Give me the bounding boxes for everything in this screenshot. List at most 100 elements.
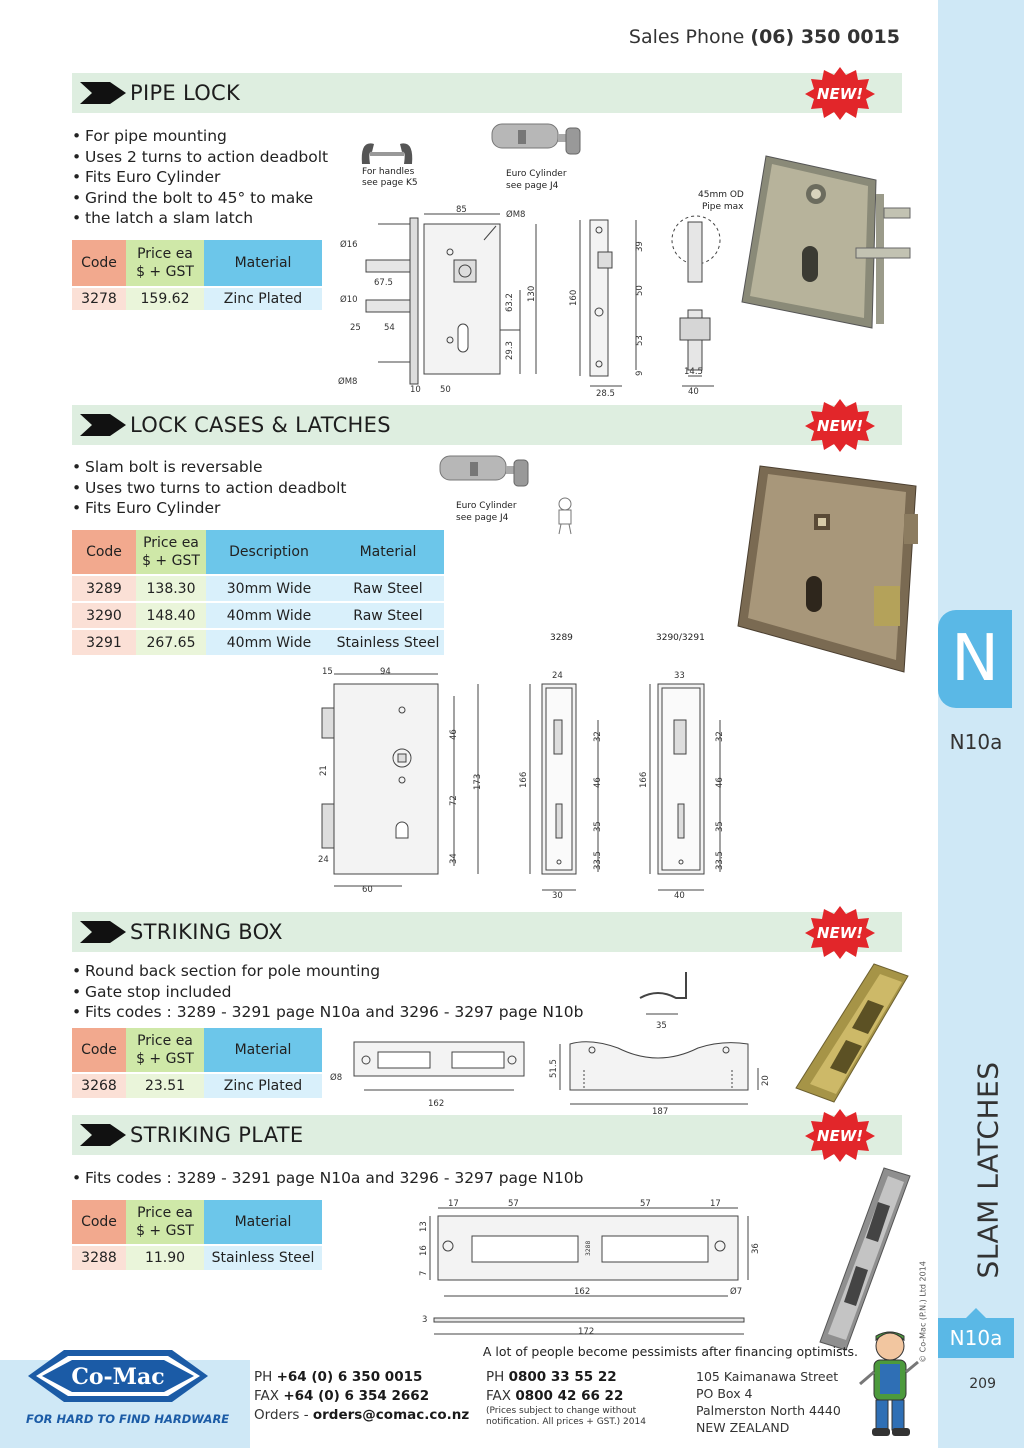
dim-label: 35 xyxy=(593,821,603,832)
mascot-illustration xyxy=(856,1328,922,1440)
dim-label: 15 xyxy=(322,667,333,677)
feature-item: Gate stop included xyxy=(72,982,584,1003)
striking-box-technical-drawing: Ø8 162 35 51.5 187 20 xyxy=(328,964,778,1114)
cell-code: 3288 xyxy=(72,1244,126,1270)
dim-label: 16 xyxy=(419,1245,429,1256)
sales-phone-number: (06) 350 0015 xyxy=(750,26,900,48)
cell-code: 3289 xyxy=(72,574,136,601)
dim-label: 33.5 xyxy=(715,851,724,870)
dim-label: 29.3 xyxy=(505,341,515,360)
dim-label: 33.5 xyxy=(593,851,603,870)
dim-label: 3288 xyxy=(585,1241,592,1256)
quote: A lot of people become pessimists after … xyxy=(482,1344,858,1359)
dim-label: 7 xyxy=(419,1271,429,1276)
col-header-description: Description xyxy=(206,530,332,574)
side-title-text: SLAM LATCHES xyxy=(971,1061,1005,1279)
price-header-line1: Price ea xyxy=(137,246,193,262)
cell-price: 159.62 xyxy=(126,286,204,310)
striking-plate-price-table: Code Price ea$ + GST Material 3288 11.90… xyxy=(72,1200,322,1270)
dim-label: 21 xyxy=(319,765,329,776)
dim-label: 33 xyxy=(674,671,685,681)
ph2-number[interactable]: 0800 33 55 22 xyxy=(508,1369,617,1385)
footer-address: 105 Kaimanawa Street PO Box 4 Palmerston… xyxy=(696,1368,841,1436)
cell-price: 23.51 xyxy=(126,1072,204,1098)
dim-label: 32 xyxy=(593,731,603,742)
col-header-code: Code xyxy=(72,240,126,286)
dim-label: 50 xyxy=(635,285,645,296)
dim-label: 17 xyxy=(710,1199,721,1209)
section-tab-code: N10a xyxy=(949,730,1003,754)
striking-box-features: Round back section for pole mounting Gat… xyxy=(72,961,584,1023)
new-badge-text: NEW! xyxy=(817,85,863,103)
col-header-material: Material xyxy=(204,1028,322,1072)
striking-plate-features: Fits codes : 3289 - 3291 page N10a and 3… xyxy=(72,1168,584,1189)
cylinder-page-note: see page J4 xyxy=(506,181,559,191)
col-header-material: Material xyxy=(204,1200,322,1244)
dim-label: 32 xyxy=(715,731,724,742)
feature-item: Fits Euro Cylinder xyxy=(72,498,347,519)
dim-label: 53 xyxy=(635,335,645,346)
pipe-lock-price-table: Code Price ea$ + GST Material 3278 159.6… xyxy=(72,240,322,310)
comac-logo[interactable]: Co-Mac xyxy=(24,1344,212,1408)
price-header-line2: $ + GST xyxy=(136,1051,194,1067)
dim-label: 35 xyxy=(656,1021,667,1031)
section-tab-letter[interactable]: N xyxy=(938,610,1012,708)
striking-box-price-table: Code Price ea$ + GST Material 3268 23.51… xyxy=(72,1028,322,1098)
pipe-lock-photo xyxy=(736,150,912,330)
new-badge-text: NEW! xyxy=(817,1127,863,1145)
cell-price: 148.40 xyxy=(136,601,206,628)
cell-material: Stainless Steel xyxy=(332,628,444,655)
arrow-icon xyxy=(80,414,126,436)
side-bar xyxy=(938,0,1024,1448)
dim-label: 46 xyxy=(715,777,724,788)
dim-label: 20 xyxy=(761,1075,771,1086)
footer-section-code: N10a xyxy=(938,1308,1014,1358)
lock-case-photo xyxy=(734,460,924,680)
model-label: 3289 xyxy=(550,633,573,643)
price-header-line1: Price ea xyxy=(137,1205,193,1221)
dim-label: 35 xyxy=(715,821,724,832)
dim-label: 166 xyxy=(519,772,529,788)
orders-label: Orders - xyxy=(254,1407,309,1423)
dim-label: 24 xyxy=(552,671,563,681)
col-header-code: Code xyxy=(72,530,136,574)
cell-price: 138.30 xyxy=(136,574,206,601)
table-row: 3291 267.65 40mm Wide Stainless Steel xyxy=(72,628,444,655)
table-row: 3288 11.90 Stainless Steel xyxy=(72,1244,322,1270)
cell-material: Stainless Steel xyxy=(204,1244,322,1270)
address-line: PO Box 4 xyxy=(696,1386,753,1401)
dim-label: 10 xyxy=(410,385,421,395)
cell-material: Raw Steel xyxy=(332,574,444,601)
dim-label: 14.5 xyxy=(684,367,703,377)
cylinder-note: Euro Cylinder xyxy=(456,501,517,511)
cell-description: 30mm Wide xyxy=(206,574,332,601)
ph-number[interactable]: +64 (0) 6 350 0015 xyxy=(276,1369,423,1385)
dim-label: Ø16 xyxy=(340,239,358,250)
dim-label: 30 xyxy=(552,891,563,900)
cell-code: 3278 xyxy=(72,286,126,310)
price-notice-line1: (Prices subject to change without xyxy=(486,1406,637,1416)
dim-label: ØM8 xyxy=(338,376,357,387)
handles-page-note: see page K5 xyxy=(362,178,418,188)
orders-email[interactable]: orders@comac.co.nz xyxy=(312,1407,470,1423)
cell-material: Zinc Plated xyxy=(204,1072,322,1098)
dim-label: Ø7 xyxy=(730,1286,742,1297)
dim-label: 46 xyxy=(449,729,459,740)
dim-label: 160 xyxy=(569,290,579,306)
feature-item: Round back section for pole mounting xyxy=(72,961,584,982)
table-row: 3289 138.30 30mm Wide Raw Steel xyxy=(72,574,444,601)
section-title: LOCK CASES & LATCHES xyxy=(130,413,391,437)
pipe-lock-technical-drawing: 85 ØM8 Ø16 67.5 Ø10 25 54 63.2 130 29.3 … xyxy=(336,200,736,400)
cell-code: 3291 xyxy=(72,628,136,655)
model-label: 3290/3291 xyxy=(656,633,705,643)
col-header-material: Material xyxy=(204,240,322,286)
pipe-od-note: 45mm OD xyxy=(698,190,744,200)
dim-label: 3 xyxy=(422,1315,427,1325)
table-row: 3290 148.40 40mm Wide Raw Steel xyxy=(72,601,444,628)
striking-plate-technical-drawing: 17 57 57 17 13 16 7 3288 36 162 Ø7 3 172 xyxy=(408,1194,768,1340)
dim-label: 54 xyxy=(384,323,395,333)
dim-label: 63.2 xyxy=(505,293,515,312)
cell-description: 40mm Wide xyxy=(206,628,332,655)
dim-label: 51.5 xyxy=(549,1059,559,1078)
feature-item: For pipe mounting xyxy=(72,126,328,147)
